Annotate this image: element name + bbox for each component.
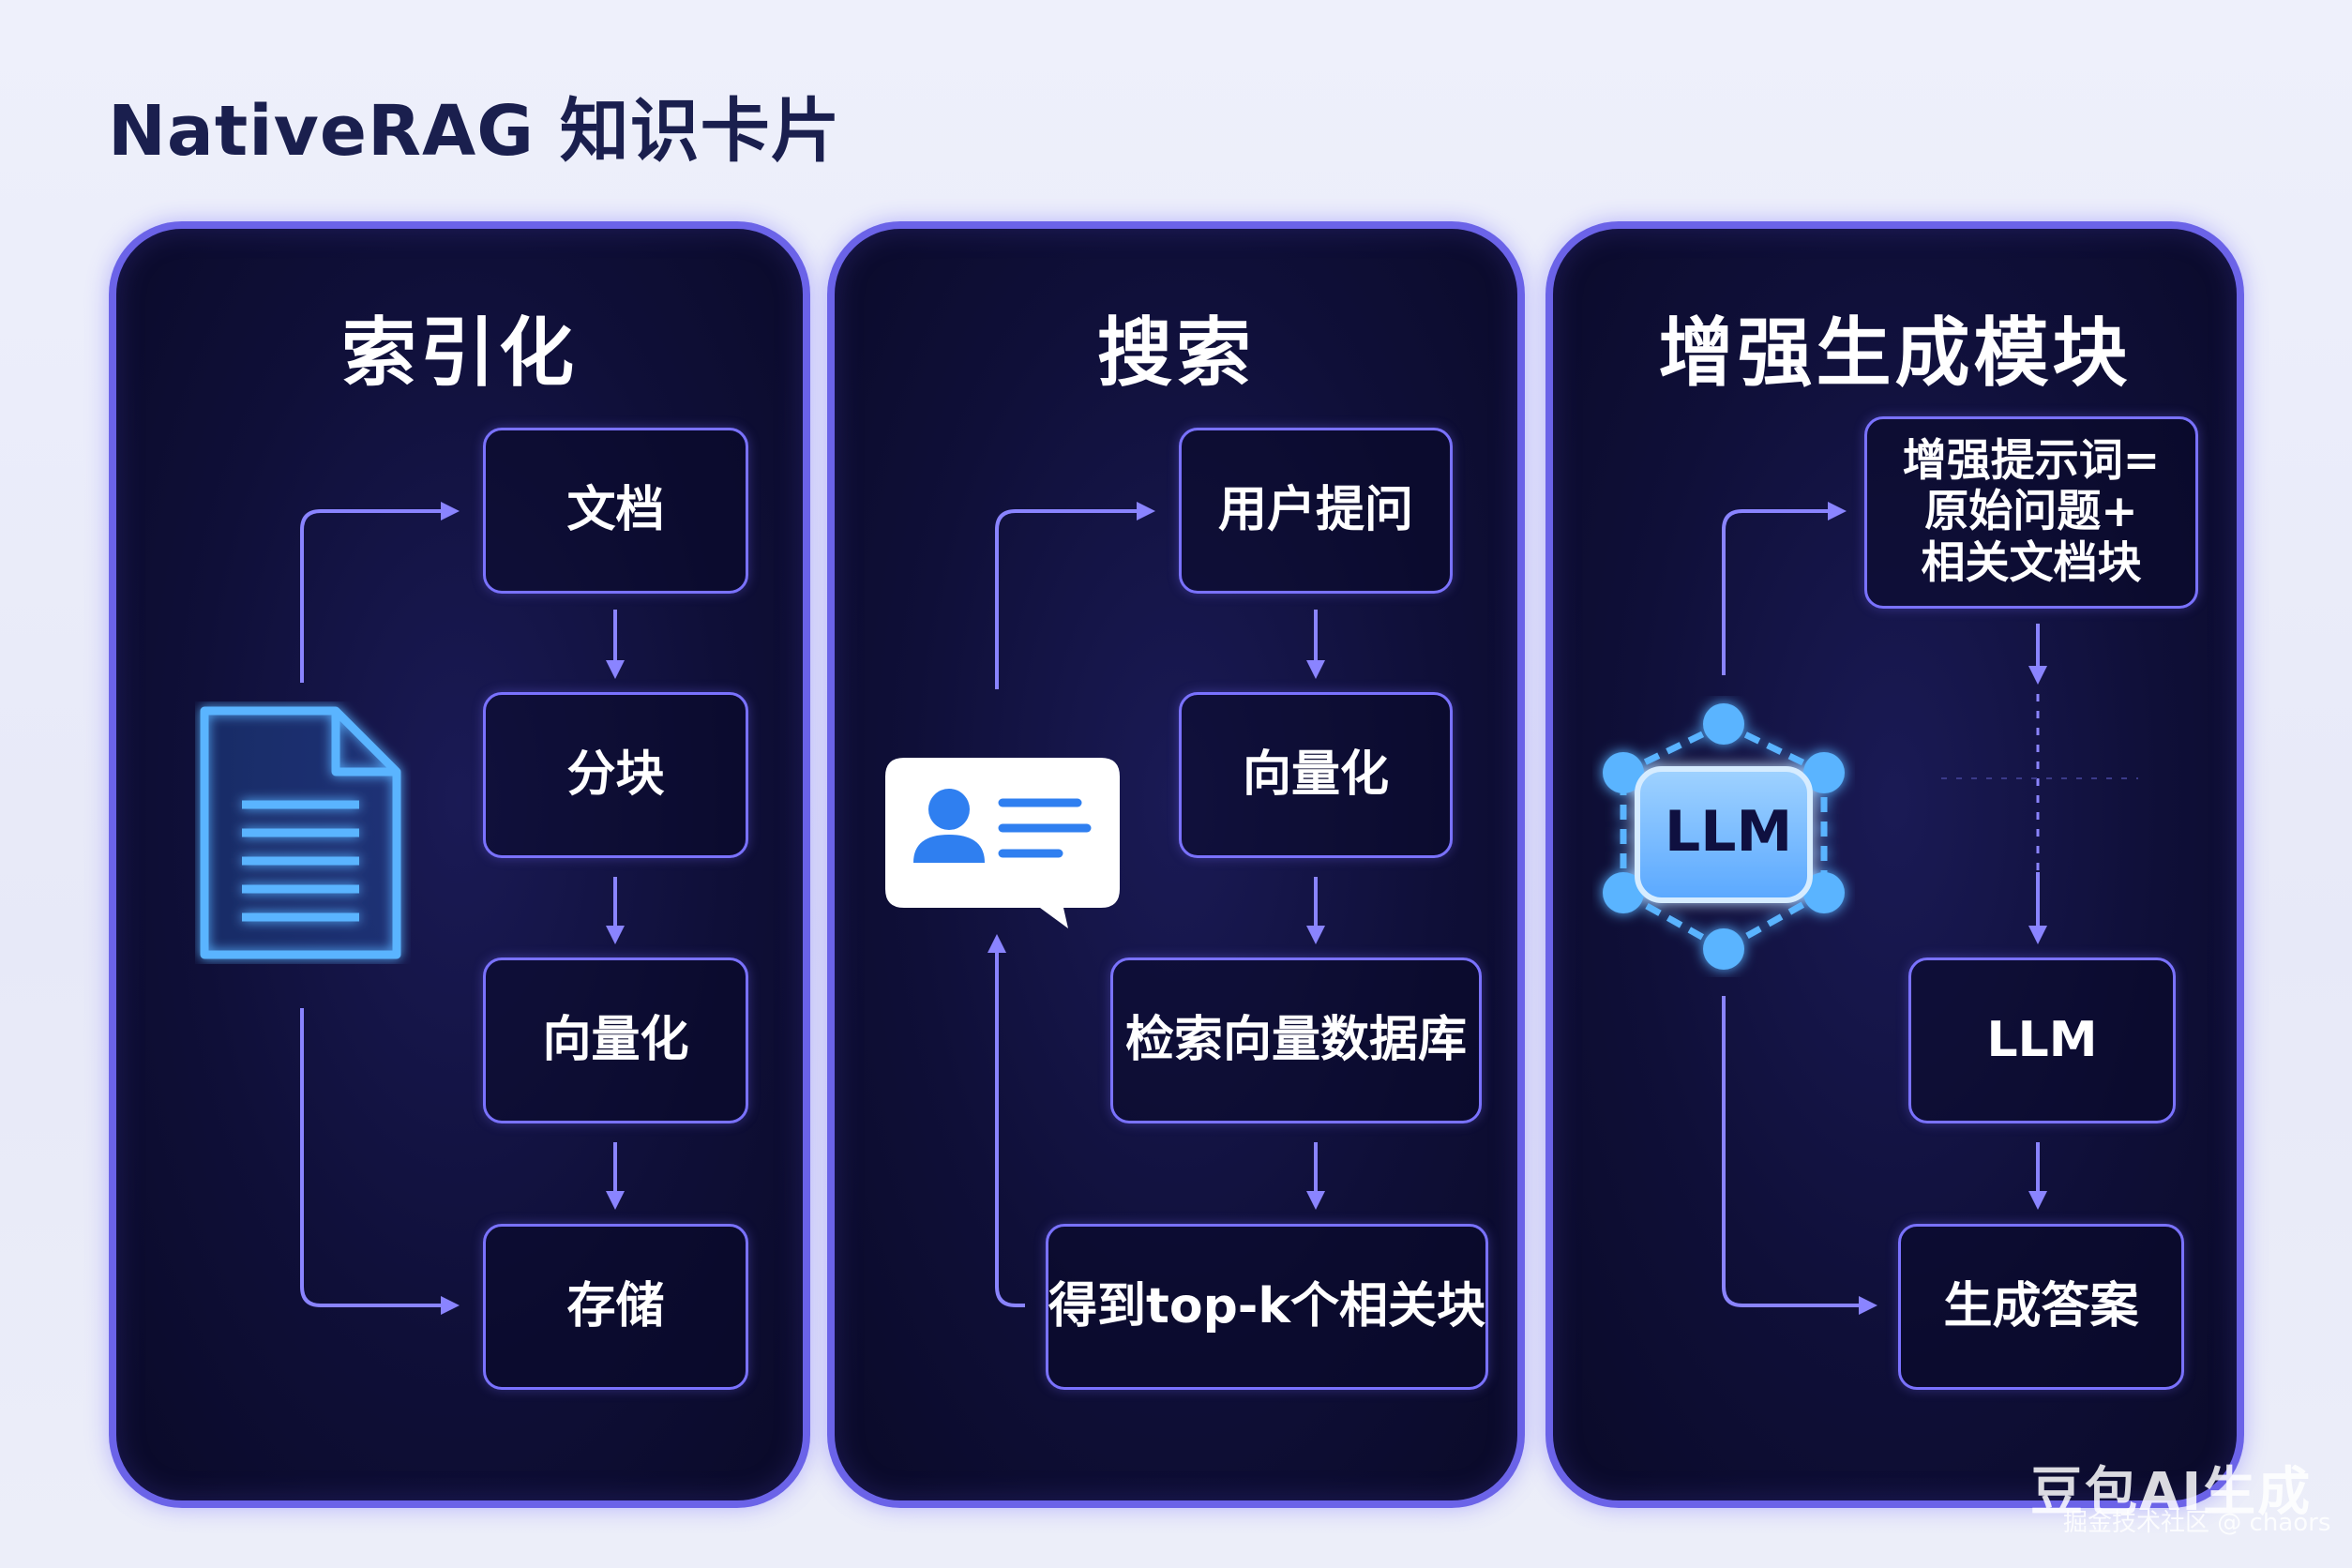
watermark-main: 豆包AI生成	[2030, 1462, 2313, 1523]
step-query-vectorize: 向量化	[1179, 692, 1453, 858]
chat-user-icon	[885, 758, 1120, 928]
panel-title-generation: 增强生成模块	[1658, 309, 2132, 397]
page-title: NativeRAG 知识卡片	[108, 91, 841, 172]
step-document: 文档	[483, 428, 748, 594]
prompt-line-1: 增强提示词=	[1902, 435, 2161, 488]
step-vectorize: 向量化	[483, 957, 748, 1123]
panel-title-search: 搜索	[1097, 309, 1255, 397]
watermark-sub: 掘金技术社区 @ chaors	[2063, 1509, 2331, 1537]
step-llm: LLM	[1908, 957, 2176, 1123]
step-topk-chunks: 得到top-k个相关块	[1046, 1224, 1488, 1390]
step-user-question: 用户提问	[1179, 428, 1453, 594]
llm-hub-label: LLM	[1665, 799, 1793, 865]
document-icon	[200, 706, 401, 959]
step-vector-db-search: 检索向量数据库	[1110, 957, 1482, 1123]
prompt-line-2: 原始问题+	[1924, 486, 2138, 538]
step-generate-answer: 生成答案	[1898, 1224, 2184, 1390]
panel-title-indexing: 索引化	[341, 309, 578, 397]
step-store: 存储	[483, 1224, 748, 1390]
prompt-line-3: 相关文档块	[1921, 536, 2142, 589]
llm-network-icon	[1603, 703, 1845, 970]
step-chunking: 分块	[483, 692, 748, 858]
step-augmented-prompt: 增强提示词= 原始问题+ 相关文档块	[1864, 416, 2198, 609]
